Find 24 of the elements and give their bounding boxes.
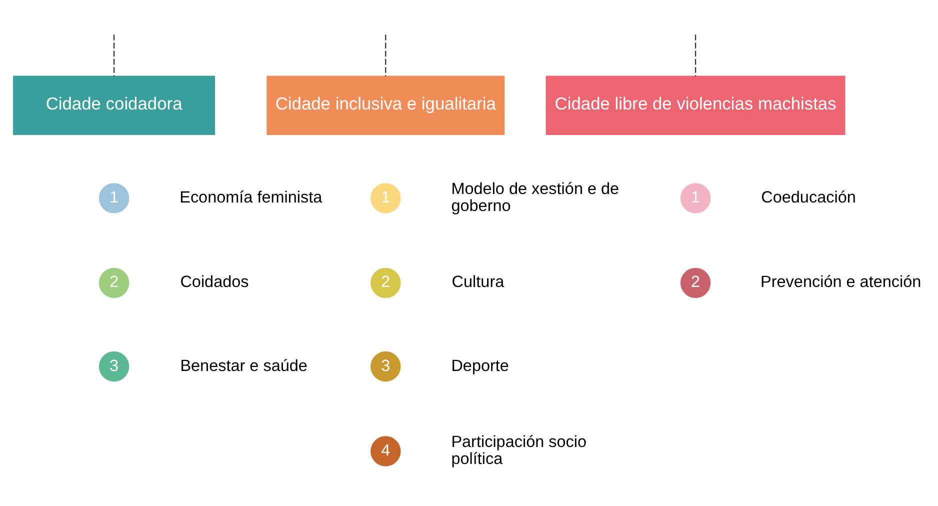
connector [112, 34, 114, 76]
node-circle: 2 [370, 267, 400, 298]
node-circle: 3 [98, 350, 129, 382]
node-label: Coidados [180, 272, 248, 291]
node-label: Deporte [450, 356, 508, 374]
node-circle: 1 [370, 182, 400, 213]
node-circle: 3 [370, 350, 400, 382]
node-label: Modelo de xestión e de goberno [450, 179, 619, 215]
node-label: Participación socio política [450, 432, 586, 468]
node-circle: 2 [98, 267, 129, 298]
node-box: Cidade inclusiva e igualitaria [266, 75, 504, 134]
connector [384, 34, 386, 76]
node-circle: 2 [680, 267, 710, 298]
node-label: Benestar e saúde [180, 356, 307, 374]
connector [694, 34, 696, 76]
node-label: Prevención e atención [760, 272, 921, 291]
node-label: Cultura [451, 272, 504, 291]
node-circle: 4 [370, 436, 400, 466]
node-circle: 1 [680, 182, 710, 213]
node-circle: 1 [98, 182, 129, 213]
node-box: Cidade libre de violencias machistas [545, 75, 845, 134]
node-box: Cidade coidadora [12, 75, 215, 134]
node-label: Coeducación [760, 188, 856, 206]
node-label: Economía feminista [179, 188, 322, 206]
